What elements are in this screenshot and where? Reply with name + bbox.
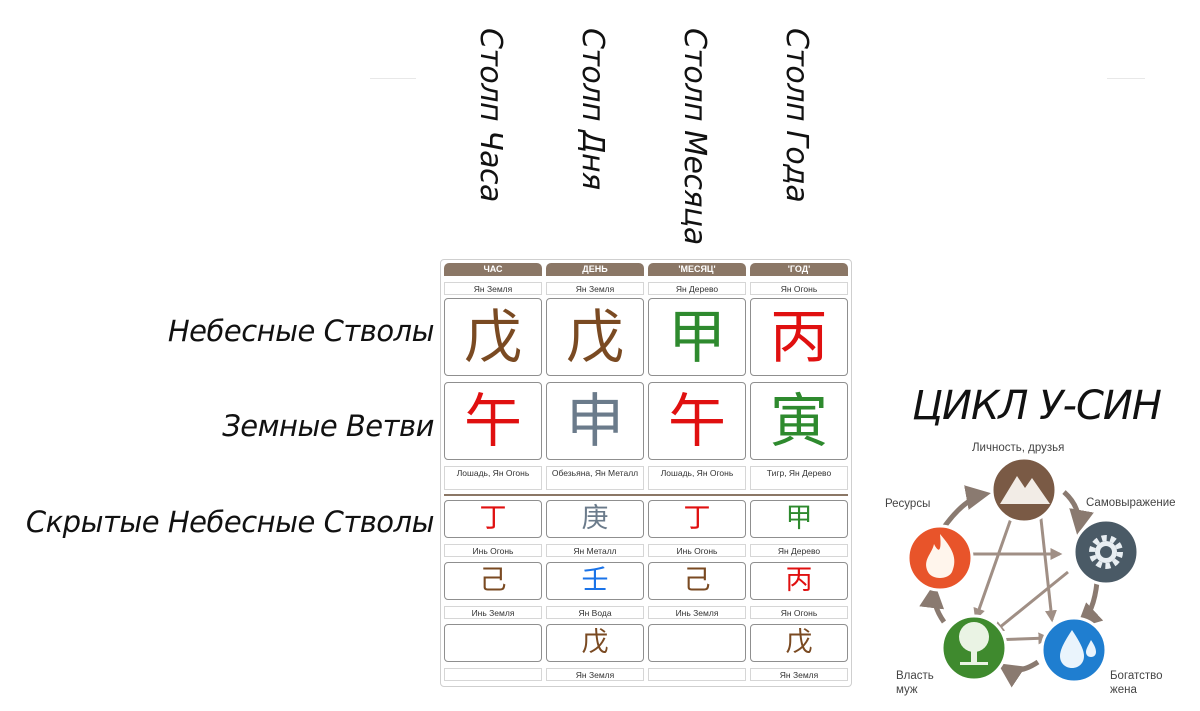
hidden-stem: 丁	[444, 500, 542, 538]
branch-desc: Лошадь, Ян Огонь	[444, 466, 542, 490]
label-self-expression: Самовыражение	[1086, 497, 1176, 509]
hidden-stem-desc: Инь Огонь	[444, 544, 542, 557]
gear-icon	[1089, 535, 1123, 569]
hidden-stem-desc: Ян Металл	[546, 544, 644, 557]
hidden-stem: 庚	[546, 500, 644, 538]
earthly-branch-hour: 午	[444, 382, 542, 460]
pillar-title-year: Столп Года	[779, 28, 814, 203]
hidden-stem-desc: Инь Огонь	[648, 544, 746, 557]
arrow-fire-earth	[939, 485, 991, 532]
stem-desc: Ян Земля	[546, 282, 644, 295]
branch-desc: Тигр, Ян Дерево	[750, 466, 848, 490]
arrow-water-wood	[997, 659, 1040, 688]
row-label-hidden-stems: Скрытые Небесные Стволы	[25, 505, 435, 539]
divider-line	[370, 78, 416, 79]
arrow-earth-metal	[1062, 490, 1094, 535]
earth-element-node	[990, 456, 1058, 524]
heavenly-stem-year: 丙	[750, 298, 848, 376]
pillar-title-hour: Столп Часа	[473, 28, 508, 202]
arrow-earth-water	[973, 509, 1016, 621]
branch-desc: Лошадь, Ян Огонь	[648, 466, 746, 490]
label-personality-friends: Личность, друзья	[972, 442, 1065, 454]
label-husband: муж	[896, 684, 918, 696]
stem-desc: Ян Земля	[444, 282, 542, 295]
metal-element-node	[1072, 518, 1140, 586]
pillar-title-day: Столп Дня	[575, 28, 610, 190]
hidden-stem-empty	[444, 624, 542, 662]
label-wife: жена	[1110, 684, 1137, 696]
column-header-month: 'МЕСЯЦ'	[648, 263, 746, 276]
column-header-year: 'ГОД'	[750, 263, 848, 276]
hidden-stem: 丙	[750, 562, 848, 600]
stem-desc: Ян Дерево	[648, 282, 746, 295]
pillar-title-month: Столп Месяца	[677, 28, 712, 245]
heavenly-stem-month: 甲	[648, 298, 746, 376]
arrow-metal-wood	[992, 570, 1069, 634]
water-element-node	[1040, 616, 1108, 684]
hidden-stem-desc	[648, 668, 746, 681]
hidden-stem-desc: Ян Огонь	[750, 606, 848, 619]
earthly-branch-year: 寅	[750, 382, 848, 460]
label-wealth: Богатство	[1110, 670, 1163, 682]
tree-icon	[959, 622, 989, 665]
hidden-stem: 甲	[750, 500, 848, 538]
fire-element-node	[906, 524, 974, 592]
hidden-stem-desc: Инь Земля	[444, 606, 542, 619]
row-label-earthly-branches: Земные Ветви	[222, 409, 434, 443]
bazi-chart: ЧАС ДЕНЬ 'МЕСЯЦ' 'ГОД' Ян Земля Ян Земля…	[440, 259, 852, 687]
cycle-svg	[906, 456, 1140, 688]
hidden-stem: 戊	[750, 624, 848, 662]
label-resources: Ресурсы	[885, 498, 931, 510]
flame-icon	[926, 534, 955, 578]
stem-desc: Ян Огонь	[750, 282, 848, 295]
wu-xing-cycle-diagram: Личность, друзья Ресурсы Самовыражение В…	[872, 430, 1200, 707]
wood-element-node	[940, 614, 1008, 682]
hidden-stem-desc: Инь Земля	[648, 606, 746, 619]
hidden-stem-desc: Ян Земля	[750, 668, 848, 681]
hidden-stem: 己	[444, 562, 542, 600]
row-label-heavenly-stems: Небесные Стволы	[167, 314, 435, 348]
hidden-stem: 戊	[546, 624, 644, 662]
column-header-hour: ЧАС	[444, 263, 542, 276]
heavenly-stem-day: 戊	[546, 298, 644, 376]
hidden-stem-desc: Ян Вода	[546, 606, 644, 619]
hidden-stem: 壬	[546, 562, 644, 600]
hidden-stem-desc: Ян Дерево	[750, 544, 848, 557]
arrow-wood-fire	[919, 583, 947, 624]
mountain-icon	[1000, 476, 1050, 504]
section-divider	[444, 494, 848, 496]
label-power: Власть	[896, 670, 934, 682]
heavenly-stem-hour: 戊	[444, 298, 542, 376]
controlling-arrows	[970, 509, 1069, 645]
water-drops-icon	[1060, 630, 1096, 668]
branch-desc: Обезьяна, Ян Металл	[546, 466, 644, 490]
hidden-stem: 己	[648, 562, 746, 600]
arrow-water-fire	[1038, 509, 1057, 623]
earthly-branch-day: 申	[546, 382, 644, 460]
column-header-day: ДЕНЬ	[546, 263, 644, 276]
cycle-title: ЦИКЛ У-СИН	[912, 383, 1162, 429]
hidden-stem-empty	[648, 624, 746, 662]
hidden-stem: 丁	[648, 500, 746, 538]
hidden-stem-desc	[444, 668, 542, 681]
hidden-stem-desc: Ян Земля	[546, 668, 644, 681]
divider-line	[1107, 78, 1145, 79]
earthly-branch-month: 午	[648, 382, 746, 460]
